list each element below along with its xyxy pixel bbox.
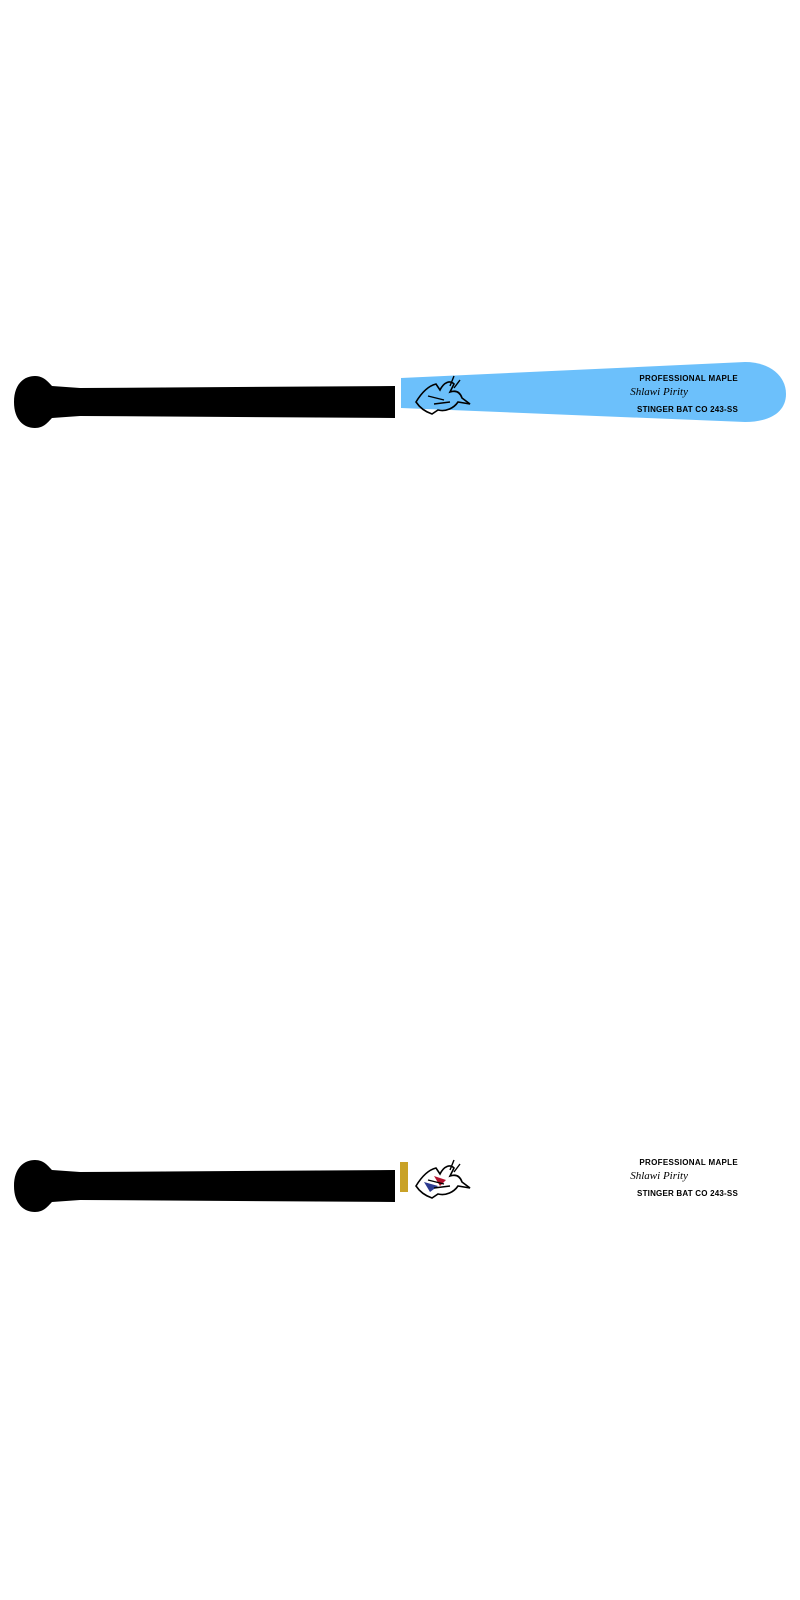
player-signature: Shlawi Pirity bbox=[630, 1170, 688, 1182]
bat-white-graphic bbox=[14, 1146, 786, 1212]
bat-white: PROFESSIONAL MAPLE Shlawi Pirity STINGER… bbox=[0, 1146, 800, 1226]
stinger-bee-logo-icon bbox=[415, 375, 471, 415]
bat-ring bbox=[400, 1162, 408, 1192]
player-signature: Shlawi Pirity bbox=[630, 386, 688, 398]
model-text: STINGER BAT CO 243-SS bbox=[637, 405, 738, 414]
brand-text: PROFESSIONAL MAPLE bbox=[639, 374, 738, 383]
bat-blue: PROFESSIONAL MAPLE Shlawi Pirity STINGER… bbox=[0, 362, 800, 442]
bat-barrel bbox=[401, 362, 786, 422]
bat-knob bbox=[14, 376, 395, 428]
brand-text: PROFESSIONAL MAPLE bbox=[639, 1158, 738, 1167]
stinger-bee-logo-icon bbox=[415, 1159, 471, 1199]
bat-blue-graphic bbox=[14, 362, 786, 428]
bat-barrel bbox=[408, 1146, 786, 1206]
bat-knob bbox=[14, 1160, 395, 1212]
model-text: STINGER BAT CO 243-SS bbox=[637, 1189, 738, 1198]
